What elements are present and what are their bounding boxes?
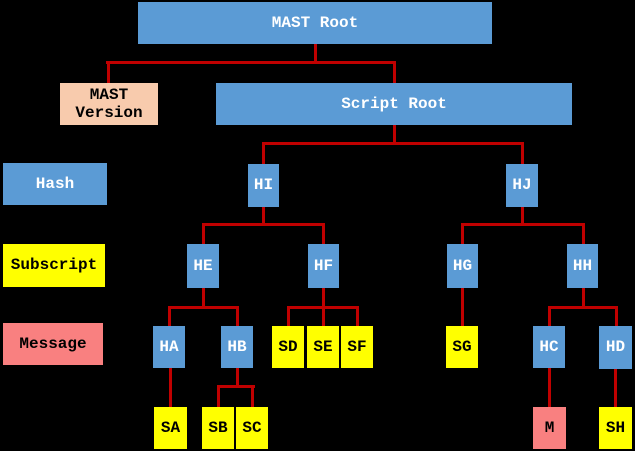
node-hc: HC — [533, 326, 565, 368]
node-he: HE — [187, 244, 219, 288]
node-hd: HD — [599, 326, 632, 369]
node-sa: SA — [154, 407, 187, 449]
connector-line — [217, 385, 255, 388]
node-hh: HH — [567, 244, 598, 288]
node-sf: SF — [341, 326, 373, 368]
connector-line — [262, 142, 524, 145]
connector-line — [107, 61, 110, 83]
connector-line — [217, 385, 220, 407]
legend-hash-box: Hash — [3, 163, 107, 205]
connector-line — [287, 306, 290, 326]
connector-line — [202, 223, 205, 244]
connector-line — [106, 61, 396, 64]
connector-line — [169, 368, 172, 407]
connector-line — [461, 288, 464, 326]
node-sh: SH — [599, 407, 632, 449]
node-se: SE — [307, 326, 339, 368]
connector-line — [615, 306, 618, 327]
node-sb: SB — [202, 407, 234, 449]
connector-line — [548, 306, 551, 326]
connector-line — [314, 44, 317, 64]
connector-line — [287, 306, 359, 309]
legend-message-box: Message — [3, 323, 103, 365]
connector-line — [322, 223, 325, 244]
connector-line — [521, 207, 524, 225]
connector-line — [461, 223, 464, 244]
connector-line — [202, 223, 325, 226]
connector-line — [262, 142, 265, 164]
node-script-root: Script Root — [216, 83, 572, 125]
node-ha: HA — [153, 326, 185, 368]
connector-line — [582, 223, 585, 244]
node-m: M — [533, 407, 566, 449]
legend-subscript-box: Subscript — [3, 244, 105, 287]
node-hi: HI — [248, 164, 279, 207]
node-hf: HF — [308, 244, 339, 288]
connector-line — [262, 207, 265, 225]
connector-line — [614, 368, 617, 407]
connector-line — [236, 306, 239, 326]
node-sd: SD — [272, 326, 304, 368]
connector-line — [356, 306, 359, 326]
node-hj: HJ — [506, 164, 538, 207]
connector-line — [548, 306, 618, 309]
node-sc: SC — [236, 407, 268, 449]
node-sg: SG — [446, 326, 478, 368]
node-hg: HG — [447, 244, 478, 288]
connector-line — [461, 223, 585, 226]
node-hb: HB — [221, 326, 253, 368]
connector-line — [393, 125, 396, 144]
connector-line — [202, 288, 205, 308]
connector-line — [548, 368, 551, 407]
node-mast-version: MAST Version — [60, 83, 158, 125]
connector-line — [168, 306, 239, 309]
connector-line — [236, 368, 239, 387]
connector-line — [168, 306, 171, 326]
connector-line — [521, 142, 524, 164]
connector-line — [582, 288, 585, 308]
connector-line — [251, 385, 254, 407]
connector-line — [393, 61, 396, 83]
node-mast-root: MAST Root — [138, 2, 492, 44]
